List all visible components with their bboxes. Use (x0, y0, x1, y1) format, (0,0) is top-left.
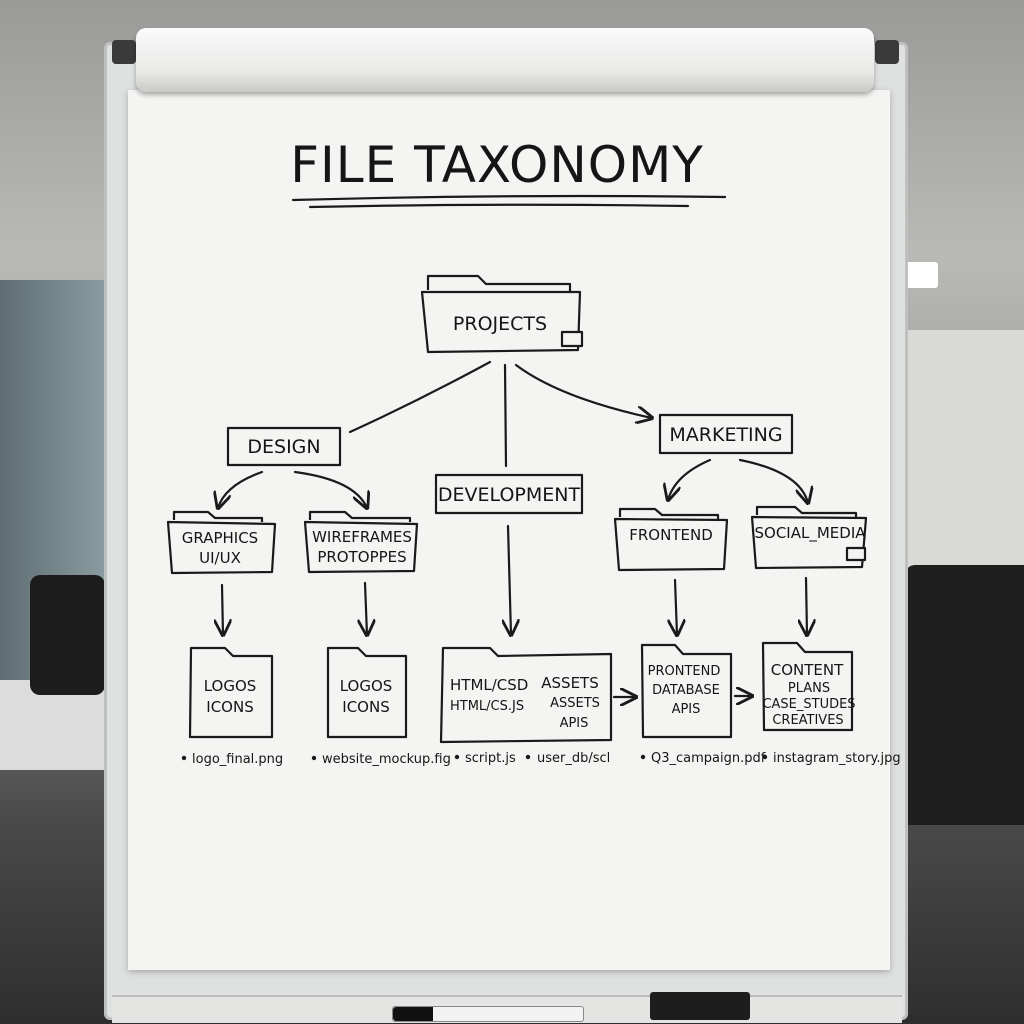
arrow (293, 470, 367, 508)
svg-text:APIS: APIS (672, 702, 701, 717)
background-desk (0, 680, 110, 770)
marker[interactable] (392, 1006, 584, 1022)
svg-text:UI/UX: UI/UX (199, 549, 241, 567)
svg-text:CASE_STUDES: CASE_STUDES (762, 697, 855, 712)
category-development: DEVELOPMENT (434, 473, 584, 515)
arrow (218, 470, 264, 508)
svg-text:PROJECTS: PROJECTS (453, 313, 547, 335)
folder-projects: PROJECTS (420, 274, 584, 354)
category-design: DESIGN (226, 426, 342, 467)
svg-text:Q3_campaign.pdf: Q3_campaign.pdf (651, 751, 766, 766)
svg-text:script.js: script.js (465, 751, 516, 766)
connector (348, 360, 492, 434)
board-corner (875, 40, 899, 64)
title-underline (291, 194, 727, 202)
svg-text:instagram_story.jpg: instagram_story.jpg (773, 751, 901, 766)
arrow (222, 583, 223, 635)
svg-text:ASSETS: ASSETS (541, 674, 598, 692)
folder-social-media: SOCIAL_MEDIA (750, 505, 868, 570)
arrow (806, 576, 807, 635)
folder-content: CONTENT PLANS CASE_STUDES CREATIVES (761, 641, 856, 732)
file-labels: logo_final.png website_mockup.fig script… (181, 751, 901, 767)
svg-text:website_mockup.fig: website_mockup.fig (322, 752, 451, 767)
folder-graphics: GRAPHICS UI/UX (166, 510, 277, 575)
folder-wireframes: WIREFRAMES PROTOPPES (303, 510, 419, 574)
eraser[interactable] (650, 992, 750, 1020)
background-chair-left (30, 575, 105, 695)
svg-text:DEVELOPMENT: DEVELOPMENT (438, 484, 581, 506)
folder-frontend: FRONTEND (613, 507, 729, 572)
svg-text:user_db/scl: user_db/scl (537, 751, 610, 766)
arrow (738, 458, 808, 503)
svg-text:DATABASE: DATABASE (652, 683, 720, 698)
svg-text:HTML/CSD: HTML/CSD (450, 676, 528, 694)
arrow (365, 581, 367, 635)
svg-text:ICONS: ICONS (206, 698, 253, 716)
folder-development-assets: HTML/CSD HTML/CS.JS ASSETS ASSETS APIS (439, 646, 613, 744)
svg-text:PLANS: PLANS (788, 681, 830, 696)
svg-text:APIS: APIS (560, 716, 589, 731)
folder-prontend-database: PRONTEND DATABASE APIS (640, 643, 733, 739)
folder-logos-icons-1: LOGOS ICONS (188, 646, 274, 739)
svg-text:MARKETING: MARKETING (669, 424, 782, 446)
title-underline (308, 203, 690, 209)
diagram-title: FILE TAXONOMY (290, 136, 704, 194)
svg-text:ICONS: ICONS (342, 698, 389, 716)
svg-text:FRONTEND: FRONTEND (629, 526, 713, 544)
arrow (668, 458, 712, 500)
background-wall (905, 330, 1024, 590)
svg-text:logo_final.png: logo_final.png (192, 752, 283, 767)
arrow (508, 524, 511, 635)
category-marketing: MARKETING (658, 413, 794, 455)
folder-logos-icons-2: LOGOS ICONS (326, 646, 408, 739)
paper-roll (136, 28, 874, 92)
svg-text:CREATIVES: CREATIVES (772, 713, 843, 728)
svg-text:CONTENT: CONTENT (771, 661, 844, 679)
connector (503, 363, 508, 468)
svg-text:DESIGN: DESIGN (247, 436, 320, 458)
svg-text:HTML/CS.JS: HTML/CS.JS (450, 699, 524, 714)
svg-text:ASSETS: ASSETS (550, 696, 600, 711)
svg-text:PRONTEND: PRONTEND (648, 664, 721, 679)
svg-text:GRAPHICS: GRAPHICS (182, 529, 258, 547)
svg-text:LOGOS: LOGOS (340, 677, 393, 695)
svg-text:LOGOS: LOGOS (204, 677, 257, 695)
arrow (514, 363, 652, 418)
svg-text:WIREFRAMES: WIREFRAMES (312, 528, 412, 546)
svg-text:PROTOPPES: PROTOPPES (317, 548, 406, 566)
arrow (675, 578, 677, 635)
board-corner (112, 40, 136, 64)
background-chair-right (905, 565, 1024, 825)
svg-text:SOCIAL_MEDIA: SOCIAL_MEDIA (755, 524, 867, 543)
